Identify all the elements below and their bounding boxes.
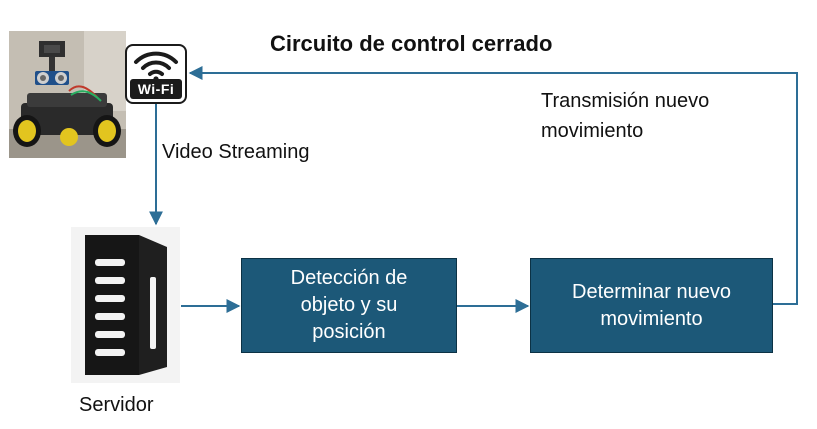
box-object-detection: Detección de objeto y su posición [241, 258, 457, 353]
robot-car-illustration [9, 31, 126, 158]
label-server: Servidor [79, 394, 154, 416]
wifi-icon [134, 51, 178, 82]
box-detect-line1: Detección de [290, 267, 408, 289]
label-transmission-line1: Transmisión nuevo [541, 90, 710, 112]
label-transmission-line2: movimiento [541, 120, 644, 142]
box-determine-line2: movimiento [600, 307, 703, 330]
box-determine-line1: Determinar nuevo [572, 280, 731, 303]
wifi-badge: Wi-Fi [125, 44, 187, 104]
diagram-title: Circuito de control cerrado [270, 31, 553, 56]
box-detect-line2: objeto y su [300, 294, 398, 316]
robot-car-photo [9, 31, 126, 158]
label-video-streaming: Video Streaming [162, 141, 310, 163]
wifi-label: Wi-Fi [130, 79, 182, 99]
server-icon [71, 227, 180, 383]
box-determine-movement: Determinar nuevo movimiento [530, 258, 773, 353]
box-detect-line3: posición [312, 321, 386, 343]
arrow-feedback-to-wifi [188, 66, 798, 305]
server-graphic [71, 227, 180, 383]
